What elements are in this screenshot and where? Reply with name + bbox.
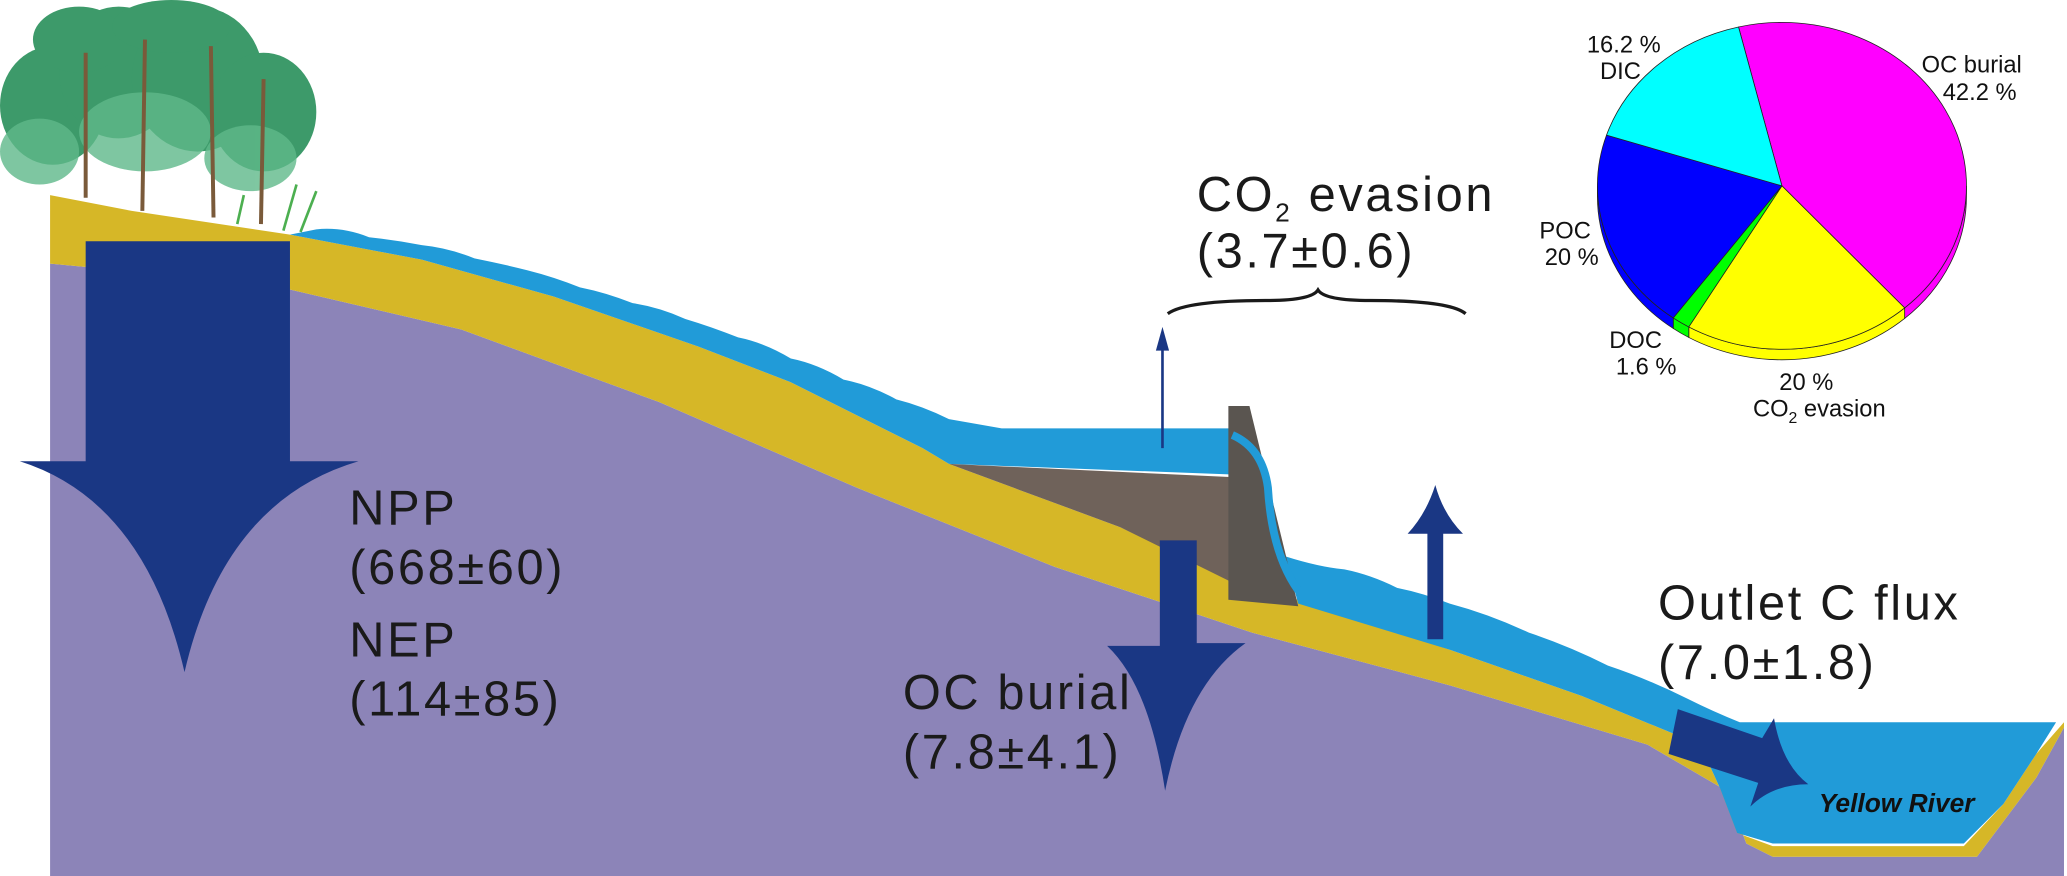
pie-slice-oc-burial — [1738, 22, 1967, 309]
npp-value: (668±60) — [349, 541, 565, 595]
pie-label-dic: DIC — [1600, 59, 1641, 85]
pie-value-dic: 16.2 % — [1587, 33, 1661, 59]
co2-brace — [1166, 286, 1467, 316]
downstream-water — [1285, 556, 2057, 844]
forest-trees-icon — [0, 0, 318, 233]
pie-labels: OC burial 42.2 % 20 % CO2 evasion DOC 1.… — [1539, 33, 2021, 427]
soil-layer — [50, 195, 2064, 857]
spillway-water — [1230, 431, 1302, 593]
pie-value-oc-burial: 42.2 % — [1943, 80, 2017, 106]
pie-slice-poc — [1597, 134, 1783, 319]
yellow-river-label: Yellow River — [1819, 788, 1976, 818]
pie-value-co2: 20 % — [1779, 370, 1833, 396]
pie-chart — [1597, 22, 1967, 361]
pie-value-poc: 20 % — [1545, 245, 1599, 271]
nep-label: NEP — [349, 613, 457, 667]
arrowhead-icon — [1155, 326, 1170, 351]
co2-prefix: CO — [1197, 168, 1275, 222]
pie-value-doc: 1.6 % — [1616, 354, 1677, 380]
pie-label-oc-burial: OC burial — [1922, 52, 2022, 78]
co2-evasion-label: CO2 evasion — [1197, 168, 1495, 228]
pie-label-co2: CO2 evasion — [1753, 396, 1886, 427]
co2-suffix: evasion — [1292, 168, 1495, 222]
oc-burial-value: (7.8±4.1) — [903, 725, 1122, 779]
pie-slice-co2-evasion — [1688, 185, 1906, 350]
outlet-value: (7.0±1.8) — [1658, 636, 1877, 690]
outlet-label: Outlet C flux — [1658, 576, 1961, 630]
oc-burial-label: OC burial — [903, 666, 1133, 720]
pie-label-poc: POC — [1539, 219, 1590, 245]
co2-subscript: 2 — [1275, 197, 1292, 227]
nep-value: (114±85) — [349, 673, 561, 727]
reservoir-sediment — [948, 463, 1233, 583]
bedrock-layer — [50, 263, 2064, 876]
co2-evasion-value: (3.7±0.6) — [1197, 225, 1416, 279]
npp-arrow — [19, 241, 359, 673]
co2-evasion-downstream-arrow — [1407, 485, 1463, 640]
pie-slice-dic — [1606, 26, 1783, 187]
oc-burial-arrow — [1107, 540, 1246, 791]
outlet-arrow — [1668, 709, 1809, 807]
pie-label-doc: DOC — [1609, 328, 1662, 354]
npp-label: NPP — [349, 482, 457, 536]
stream-water — [289, 228, 1233, 475]
